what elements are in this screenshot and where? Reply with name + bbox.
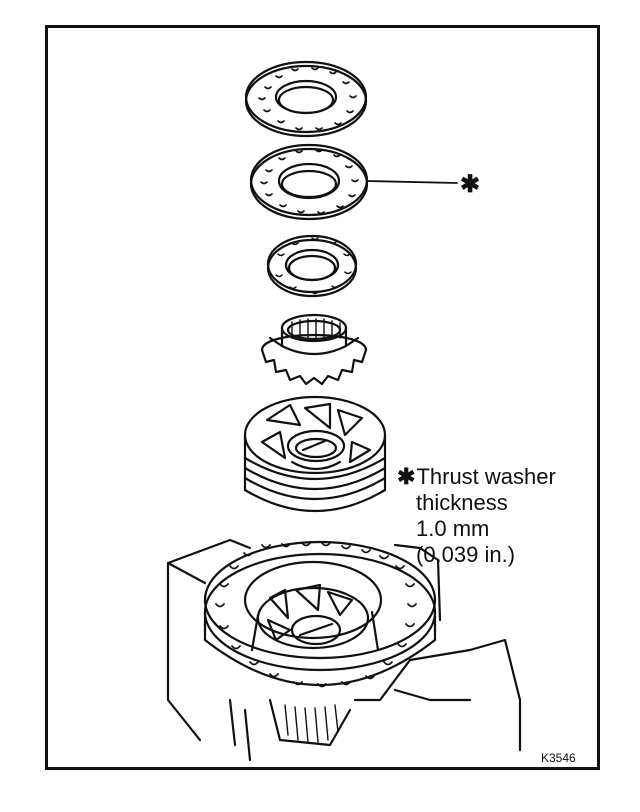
thrust-washer-top-icon (244, 60, 368, 138)
differential-case-lower-icon (166, 538, 522, 762)
callout-leader-line (366, 180, 458, 184)
figure-frame (45, 25, 600, 770)
figure-code: K3546 (541, 751, 576, 765)
note-line-1: ✱Thrust washer (397, 464, 556, 490)
note-line-3: 1.0 mm (416, 516, 490, 541)
thrust-washer-selected-icon (249, 143, 458, 221)
differential-case-upper-icon (243, 395, 387, 512)
note-title: Thrust washer (416, 464, 556, 489)
side-gear-icon (260, 313, 368, 386)
thrust-washer-small-icon (266, 234, 358, 298)
note-marker: ✱ (397, 464, 416, 489)
callout-marker: ✱ (460, 171, 481, 198)
note-line-2: thickness (416, 490, 508, 515)
note-line-4: (0.039 in.) (416, 542, 516, 567)
thrust-washer-note: ✱Thrust washer thickness 1.0 mm (0.039 i… (397, 464, 556, 568)
